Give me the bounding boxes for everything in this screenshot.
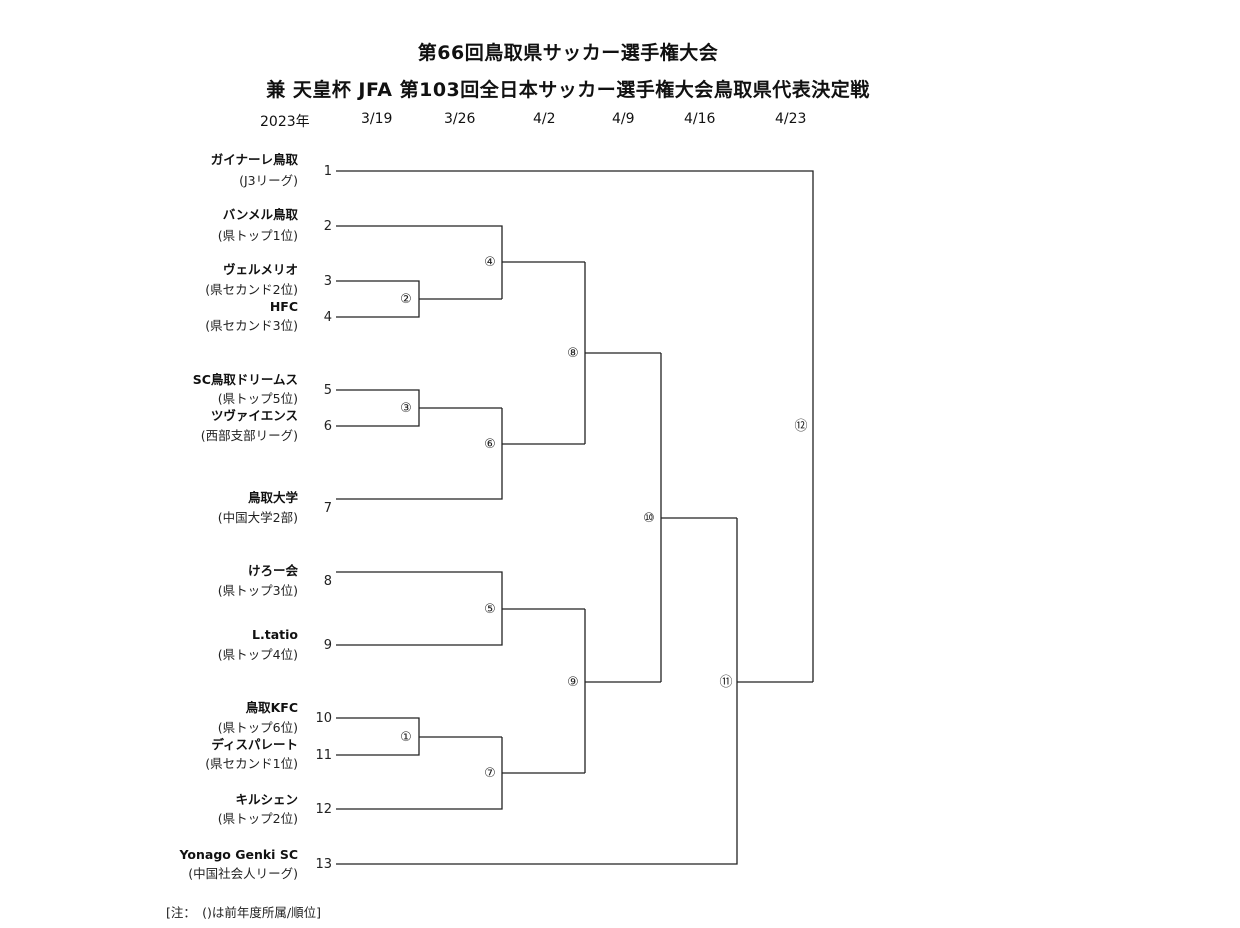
date-final: 4/23: [775, 111, 807, 127]
team-name: キルシェン: [235, 792, 298, 807]
bracket-line-match-2: [336, 280, 502, 318]
bracket-line-final: [336, 170, 814, 682]
team-name: HFC: [270, 299, 298, 314]
team-name: ツヴァイエンス: [211, 408, 298, 423]
bracket-line-match-3: [336, 389, 502, 427]
match-number: ④: [484, 255, 496, 270]
date-round-1: 3/19: [361, 111, 393, 127]
match-number: ⑥: [484, 437, 496, 452]
team-name: ディスパレート: [211, 737, 298, 752]
team-note: (西部支部リーグ): [201, 428, 298, 443]
team-note: (県トップ2位): [218, 811, 298, 826]
seed-number: 1: [324, 164, 332, 179]
date-round-4: 4/9: [612, 111, 635, 127]
seed-number: 4: [324, 310, 332, 325]
bracket-line-match-1: [336, 717, 502, 756]
team-name: バンメル鳥取: [223, 207, 299, 222]
footnote: [注： ()は前年度所属/順位]: [166, 905, 321, 920]
date-round-5: 4/16: [684, 111, 716, 127]
bracket-line-match-5: [336, 571, 585, 646]
team-name: L.tatio: [252, 627, 298, 642]
team-note: (県トップ6位): [218, 720, 298, 735]
team-name: 鳥取KFC: [246, 700, 298, 715]
seed-number: 3: [324, 274, 332, 289]
match-number: ③: [400, 401, 412, 416]
bracket-line-match-11: [336, 518, 813, 865]
team-note: (県トップ5位): [218, 391, 298, 406]
date-round-3: 4/2: [533, 111, 556, 127]
team-note: (県トップ1位): [218, 228, 298, 243]
team-name: SC鳥取ドリームス: [193, 372, 298, 387]
date-year: 2023年: [260, 114, 310, 130]
team-name: 鳥取大学: [248, 490, 299, 505]
team-note: (中国大学2部): [218, 510, 298, 525]
bracket-line-match-4: [336, 225, 585, 299]
bracket-line-match-6: [336, 408, 585, 500]
bracket-line-match-7: [336, 737, 585, 810]
team-name: ガイナーレ鳥取: [211, 152, 299, 167]
team-note: (中国社会人リーグ): [188, 866, 298, 881]
team-name: けろー会: [248, 563, 299, 578]
bracket-line-match-9: [584, 609, 661, 773]
match-number: ⑦: [484, 766, 496, 781]
bracket-line-match-10: [660, 353, 737, 682]
match-number: ⑫: [794, 419, 807, 434]
match-number: ①: [400, 730, 412, 745]
match-number: ⑪: [719, 675, 732, 690]
team-note: (県セカンド3位): [205, 318, 298, 333]
seed-number: 2: [324, 219, 332, 234]
team-note: (県セカンド1位): [205, 756, 298, 771]
team-note: (県トップ3位): [218, 583, 298, 598]
date-round-2: 3/26: [444, 111, 476, 127]
team-name: Yonago Genki SC: [179, 847, 298, 862]
seed-number: 5: [324, 383, 332, 398]
match-labels: ② ③ ① ④ ⑥ ⑤ ⑦ ⑧ ⑨ ⑩ ⑪ ⑫: [398, 253, 809, 781]
seed-number: 13: [315, 857, 332, 872]
team-note: (県セカンド2位): [205, 282, 298, 297]
match-number: ⑩: [643, 511, 655, 526]
match-number: ⑨: [567, 675, 579, 690]
seed-number: 9: [324, 638, 332, 653]
team-note: (県トップ4位): [218, 647, 298, 662]
seed-number: 10: [315, 711, 332, 726]
seed-number: 6: [324, 419, 332, 434]
match-number: ⑤: [484, 602, 496, 617]
match-number: ②: [400, 292, 412, 307]
match-number: ⑧: [567, 346, 579, 361]
bracket-line-match-8: [584, 262, 661, 444]
seed-number: 11: [315, 748, 332, 763]
seed-number: 7: [324, 501, 332, 516]
tournament-title: 第66回鳥取県サッカー選手権大会: [417, 42, 719, 64]
team-name: ヴェルメリオ: [223, 262, 298, 277]
seed-number: 8: [324, 574, 332, 589]
tournament-subtitle: 兼 天皇杯 JFA 第103回全日本サッカー選手権大会鳥取県代表決定戦: [266, 79, 870, 101]
team-note: (J3リーグ): [239, 173, 298, 188]
seed-number: 12: [315, 802, 332, 817]
